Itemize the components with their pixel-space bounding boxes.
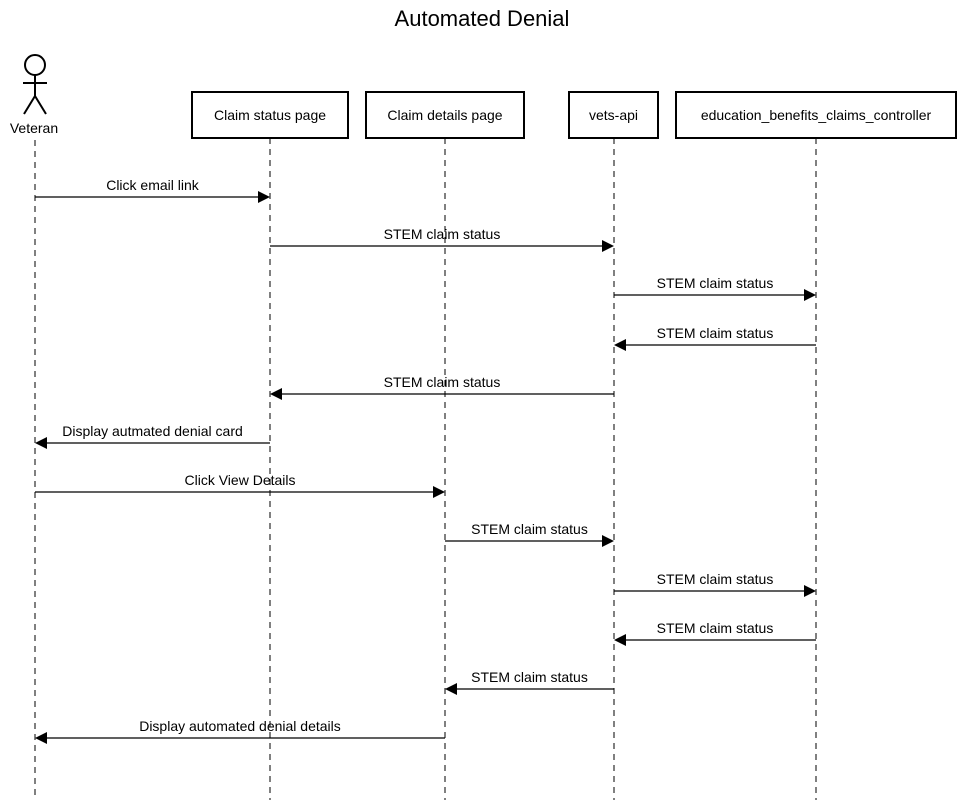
actor-label: Veteran [10,120,58,136]
message-label: STEM claim status [384,374,501,390]
participant-label: Claim status page [214,107,326,123]
arrowhead-icon [804,289,816,301]
arrowhead-icon [602,240,614,252]
message-2: STEM claim status [270,226,614,252]
message-label: STEM claim status [657,571,774,587]
arrowhead-icon [258,191,270,203]
participant-box [568,91,659,139]
participant-controller: education_benefits_claims_controller [675,91,957,139]
message-9: STEM claim status [614,571,816,597]
participant-box [191,91,349,139]
actor-veteran: Veteran [10,54,58,136]
message-label: STEM claim status [657,620,774,636]
arrowhead-icon [602,535,614,547]
arrowhead-icon [35,732,47,744]
message-7: Click View Details [35,472,445,498]
message-label: Click View Details [185,472,296,488]
participants: Veteran Claim status page Claim details pa… [10,54,957,139]
message-label: Click email link [106,177,200,193]
message-label: STEM claim status [657,325,774,341]
message-1: Click email link [35,177,270,203]
arrowhead-icon [433,486,445,498]
message-label: STEM claim status [471,669,588,685]
message-5: STEM claim status [270,374,614,400]
participant-vets-api: vets-api [568,91,659,139]
message-12: Display automated denial details [35,718,445,744]
message-label: STEM claim status [384,226,501,242]
message-3: STEM claim status [614,275,816,301]
participant-label: vets-api [589,107,638,123]
diagram-title: Automated Denial [395,6,570,31]
message-8: STEM claim status [445,521,614,547]
participant-claim-status-page: Claim status page [191,91,349,139]
message-4: STEM claim status [614,325,816,351]
participant-label: Claim details page [387,107,502,123]
lifelines [34,138,817,800]
message-label: Display autmated denial card [62,423,243,439]
message-label: Display automated denial details [139,718,341,734]
participant-claim-details-page: Claim details page [365,91,525,139]
message-6: Display autmated denial card [35,423,270,449]
message-11: STEM claim status [445,669,614,695]
message-10: STEM claim status [614,620,816,646]
message-label: STEM claim status [471,521,588,537]
participant-box [365,91,525,139]
arrowhead-icon [270,388,282,400]
arrowhead-icon [614,634,626,646]
participant-label: education_benefits_claims_controller [701,107,932,123]
arrowhead-icon [614,339,626,351]
stick-figure-icon [23,54,47,115]
arrowhead-icon [804,585,816,597]
participant-box [675,91,957,139]
arrowhead-icon [35,437,47,449]
message-label: STEM claim status [657,275,774,291]
arrowhead-icon [445,683,457,695]
